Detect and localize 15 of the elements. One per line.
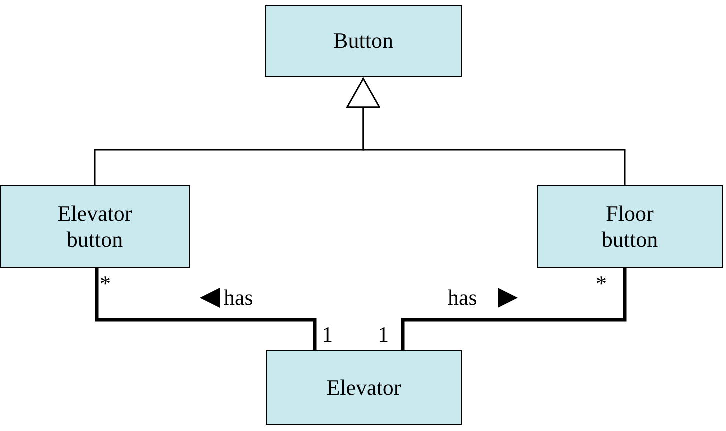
generalization-arrow bbox=[346, 78, 626, 185]
association-line bbox=[401, 268, 627, 350]
multiplicity-label: 1 bbox=[378, 323, 389, 347]
class-box bbox=[265, 5, 462, 77]
multiplicity-label: * bbox=[100, 272, 111, 296]
class-box bbox=[537, 185, 723, 268]
class-box bbox=[266, 350, 462, 425]
class-name: Button bbox=[334, 28, 394, 54]
class-name: Elevator bbox=[326, 374, 402, 400]
class-name: Elevator button bbox=[56, 200, 134, 252]
association-line bbox=[95, 268, 317, 350]
multiplicity-label: * bbox=[596, 272, 607, 296]
class-name: Floor button bbox=[600, 200, 660, 252]
class-box bbox=[0, 185, 190, 268]
multiplicity-label: 1 bbox=[322, 323, 333, 347]
